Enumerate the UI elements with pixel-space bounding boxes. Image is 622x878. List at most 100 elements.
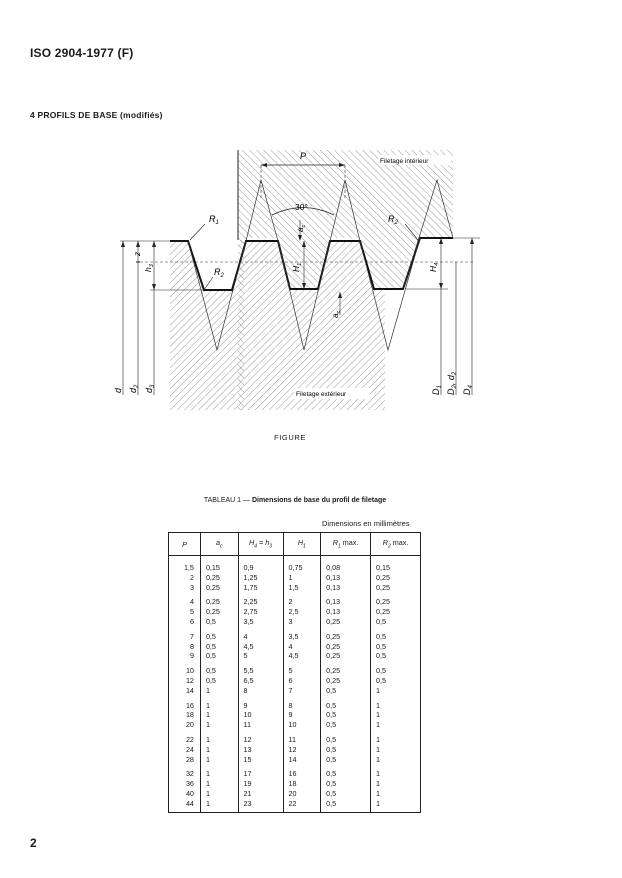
label-filetage-interieur: Filetage intérieur [380, 158, 429, 165]
label-H1: H [291, 265, 301, 272]
label-ac-top-sub: c [301, 225, 307, 228]
table-cell: 0,5 [320, 685, 372, 696]
table-cell: 1,5 [168, 555, 201, 573]
svg-text:R1: R1 [209, 214, 219, 226]
table-cell: 1 [199, 720, 239, 730]
table-cell: 3 [168, 582, 201, 593]
label-d2-sub: 2 [134, 384, 140, 389]
label-D4: D [462, 388, 472, 395]
document-header: ISO 2904-1977 (F) [30, 46, 134, 60]
table-cell: 10 [237, 710, 284, 721]
svg-text:h3: h3 [143, 263, 155, 272]
table-cell: 36 [168, 779, 201, 789]
table-cell: 1 [199, 695, 239, 711]
table-cell: 0,25 [370, 592, 421, 608]
table-cell: 1 [370, 788, 421, 799]
table-cell: 21 [237, 788, 284, 799]
col-header-ac: ac [199, 532, 239, 556]
label-R2-inner-sub: 2 [220, 273, 225, 279]
label-D1: D [431, 388, 441, 395]
label-H4: H [428, 265, 438, 272]
table-cell: 1 [370, 744, 421, 755]
table-cell: 23 [237, 798, 284, 813]
label-ac-bottom-sub: c [336, 311, 342, 314]
label-z: z [132, 251, 142, 257]
label-R2-sub: 2 [394, 220, 399, 226]
table-cell: 0,5 [320, 754, 372, 765]
label-R1-sub: 1 [216, 220, 219, 226]
table-cell: 1 [370, 764, 421, 780]
table-cell: 1 [370, 685, 421, 696]
table-cell: 0,13 [320, 607, 372, 617]
svg-text:H1: H1 [291, 263, 303, 272]
label-D2d2-sub: 2 [452, 385, 458, 390]
table-cell: 4,5 [282, 651, 322, 662]
table-cell: 1 [199, 754, 239, 765]
table-cell: 2,75 [237, 607, 284, 617]
table-cell: 1 [282, 572, 322, 583]
svg-text:R2: R2 [388, 214, 399, 226]
table-cell: 12 [168, 675, 201, 686]
table-cell: 8 [237, 685, 284, 696]
svg-text:D1: D1 [431, 385, 443, 395]
table-cell: 1 [199, 779, 239, 789]
table-cell: 22 [168, 729, 201, 745]
label-D1-sub: 1 [437, 385, 443, 388]
table-cell: 0,5 [199, 641, 239, 652]
table-cell: 5 [168, 607, 201, 617]
table-cell: 0,9 [237, 555, 284, 573]
table-cell: 0,25 [370, 572, 421, 583]
table-cell: 20 [282, 788, 322, 799]
table-cell: 14 [282, 754, 322, 765]
label-D4-sub: 4 [468, 385, 474, 389]
table-cell: 0,25 [199, 607, 239, 617]
col-header-R2max: R2 max. [370, 532, 421, 556]
table-cell: 12 [282, 744, 322, 755]
table-cell: 1 [370, 779, 421, 789]
figure-caption: FIGURE [274, 433, 306, 442]
table-cell: 0,25 [370, 582, 421, 593]
table-cell: 13 [237, 744, 284, 755]
table-cell: 1 [199, 788, 239, 799]
label-D2d2: D [446, 388, 456, 395]
triangle-lines [187, 178, 454, 352]
table-cell: 18 [282, 779, 322, 789]
table-cell: 1,25 [237, 572, 284, 583]
svg-text:ac: ac [331, 311, 342, 318]
table-cell: 5,5 [237, 661, 284, 676]
table-cell: 0,5 [199, 616, 239, 627]
label-R2-inner: R [214, 267, 221, 277]
label-D2d2-sub2: 2 [452, 371, 458, 376]
table-cell: 6 [168, 616, 201, 627]
table-cell: 0,15 [370, 555, 421, 573]
table-cell: 5 [237, 651, 284, 662]
table-cell: 15 [237, 754, 284, 765]
table-cell: 2 [168, 572, 201, 583]
table-cell: 6 [282, 675, 322, 686]
table-cell: 0,5 [370, 661, 421, 676]
table-cell: 1,75 [237, 582, 284, 593]
table-cell: 6,5 [237, 675, 284, 686]
label-R1: R [209, 214, 216, 224]
table-cell: 11 [282, 729, 322, 745]
table-cell: 10 [168, 661, 201, 676]
table-cell: 0,5 [370, 651, 421, 662]
table-cell: 0,5 [199, 675, 239, 686]
table-cell: 0,5 [370, 616, 421, 627]
label-d2: d [128, 387, 138, 393]
label-d3: d [144, 387, 154, 393]
svg-text:R2: R2 [214, 267, 225, 279]
table-cell: 12 [237, 729, 284, 745]
